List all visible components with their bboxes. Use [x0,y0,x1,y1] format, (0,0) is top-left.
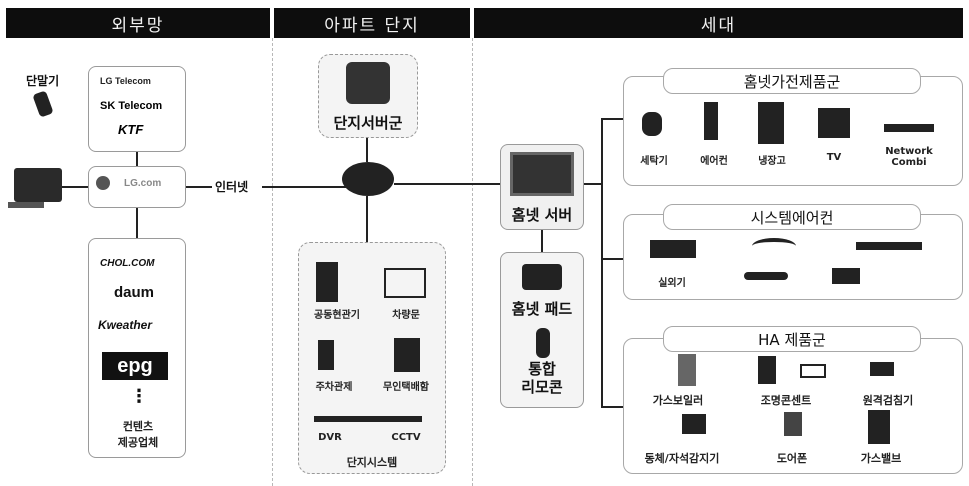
remote-icon [536,328,550,358]
ha-label: 조명콘센트 [760,394,812,407]
outdoor-unit-icon [650,240,696,258]
pc-icon [14,168,62,202]
doorphone-icon [784,412,802,436]
controller-icon [744,272,788,280]
epg-logo: epg [102,352,168,380]
car-gate-icon [384,268,426,298]
bus-aircon-link [601,258,623,260]
router-icon [342,162,394,196]
system-aircon-panel-title: 시스템에어컨 [663,204,921,230]
appliance-label: 에어컨 [700,156,728,167]
ha-label: 가스보일러 [652,394,704,407]
ktf-logo: KTF [118,122,144,137]
wifi-icon [752,238,796,254]
remote-label-line2: 리모콘 [521,378,563,396]
gas-boiler-icon [678,354,696,386]
dvr-icon [314,416,422,422]
indoor-unit-icon [856,242,922,250]
server-icon [346,62,390,104]
content-label-line1: 컨텐츠 [122,420,154,433]
homenet-server-screen-icon [510,152,574,196]
household-bus [601,118,603,408]
column-header-external: 외부망 [6,8,270,38]
homenet-pad-label: 홈넷 패드 [511,300,573,318]
daum-logo: daum [114,284,155,301]
panel-title-text: 시스템에어컨 [750,208,834,227]
server-pad-link [541,230,543,252]
light-switch-icon [758,356,776,384]
sk-telecom-logo: SK Telecom [100,100,163,112]
parking-device-icon [318,340,334,370]
column-divider [472,38,473,486]
router-homeserver-link [394,183,500,185]
complex-system-label: 단지시스템 [346,456,398,469]
appliance-label: 냉장고 [758,156,786,167]
terminal-label: 단말기 [26,74,60,88]
column-header-label: 외부망 [111,15,165,36]
delivery-box-icon [394,338,420,372]
complex-device-label: 주차관제 [315,382,353,393]
column-divider [272,38,273,486]
chol-logo: CHOL.COM [100,258,155,269]
server-router-link [366,138,368,162]
network-combi-icon [884,124,934,132]
bus-ha-link [601,406,623,408]
column-header-label: 아파트 단지 [324,15,420,36]
outlet-icon [800,364,826,378]
appliance-label: TV [826,152,842,163]
column-header-label: 세대 [700,15,737,36]
content-ellipsis: ⋮ [130,386,148,407]
homenet-pad-icon [522,264,562,290]
telecom-box [88,66,186,152]
complex-device-label: 공동현관기 [314,310,360,321]
ha-label: 동체/자석감지기 [644,452,720,465]
kweather-logo: Kweather [98,318,153,332]
complex-device-label: 차량문 [392,310,420,321]
bus-appliance-link [601,118,623,120]
lg-telecom-logo: LG Telecom [100,76,151,86]
server-group-label: 단지서버군 [333,114,403,132]
ha-label: 원격검침기 [862,394,914,407]
panel-title-text: HA 제품군 [758,330,826,349]
complex-device-label: DVR [318,432,342,443]
column-header-household: 세대 [474,8,963,38]
pc-link [62,186,90,188]
content-providers-box [88,238,186,458]
complex-device-label: 무인택배함 [383,382,429,393]
ha-panel-title: HA 제품군 [663,326,921,352]
portal-globe-icon [96,176,110,190]
meter-icon [870,362,894,376]
content-label-line2: 제공업체 [117,436,159,449]
portal-logo: LG.com [124,178,162,189]
internet-router-link [262,186,348,188]
appliance-label: 세탁기 [640,156,668,167]
aircon-label: 실외기 [658,278,686,289]
fridge-icon [758,102,784,144]
pc-keyboard-icon [8,202,44,208]
portal-internet-link [186,186,212,188]
portal-content-link [136,208,138,238]
tv-icon [818,108,850,138]
phone-icon [32,90,54,118]
complex-device-label: CCTV [391,432,421,443]
server-bus-link [584,183,602,185]
washer-icon [642,112,662,136]
column-header-complex: 아파트 단지 [274,8,470,38]
ha-label: 가스밸브 [860,452,902,465]
thermostat-icon [832,268,860,284]
appliance-panel-title: 홈넷가전제품군 [663,68,921,94]
entrance-device-icon [316,262,338,302]
router-system-link [366,196,368,242]
internet-label: 인터넷 [215,180,249,194]
sensor-icon [682,414,706,434]
appliance-label: Network Combi [885,146,933,168]
homenet-server-label: 홈넷 서버 [511,206,573,224]
ha-label: 도어폰 [776,452,808,465]
aircon-icon [704,102,718,140]
remote-label-line1: 통합 [528,360,556,378]
gas-valve-icon [868,410,890,444]
panel-title-text: 홈넷가전제품군 [743,72,841,91]
telecom-portal-link [136,152,138,166]
